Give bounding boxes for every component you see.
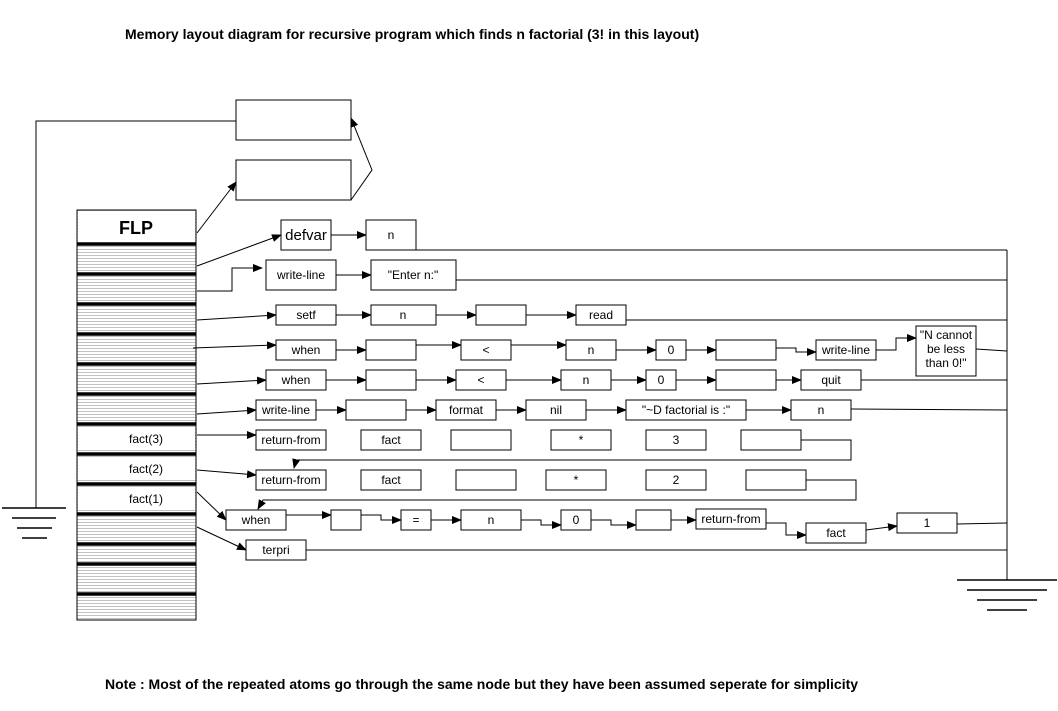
right-ground-symbol: [957, 579, 1057, 611]
slot-fact3-label: fact(3): [129, 432, 163, 446]
ret3-fact-node: [360, 429, 422, 451]
ret2-mult-node: [545, 469, 607, 491]
ret2-fact-label: fact: [381, 473, 401, 487]
fact1-node: [805, 522, 867, 544]
one-node: [896, 512, 958, 534]
slot-fact2-label: fact(2): [129, 462, 163, 476]
when3-empty-b: [635, 509, 672, 531]
diagram-title: Memory layout diagram for recursive prog…: [125, 26, 699, 42]
enter-n-node: [370, 259, 457, 291]
message-line3: than 0!": [926, 356, 967, 370]
when1-empty-a: [365, 339, 417, 361]
second-empty-box: [235, 159, 352, 201]
writeline2-n-node: [790, 399, 852, 421]
when3-empty-a: [330, 509, 362, 531]
left-ground-symbol: [2, 507, 66, 539]
defvar-n-node: [365, 219, 417, 251]
ret3-three-label: 3: [673, 433, 680, 447]
left-ground-wire: [35, 120, 236, 508]
when2-label: when: [281, 373, 311, 387]
ret3-mult-node: [550, 429, 612, 451]
when1-lt-node: [460, 339, 512, 361]
read-node: [575, 304, 627, 326]
when2-empty-a: [365, 369, 417, 391]
ret3-three-node: [645, 429, 707, 451]
ret2-node: [255, 469, 327, 491]
defvar-label: defvar: [285, 227, 327, 244]
when3-zero-label: 0: [573, 513, 580, 527]
fact1-label: fact: [826, 526, 846, 540]
when3-label: when: [241, 513, 271, 527]
nil-label: nil: [550, 403, 562, 417]
enter-n-label: "Enter n:": [388, 268, 439, 282]
when1-empty-b: [715, 339, 777, 361]
flp-column: [76, 209, 197, 621]
when1-label: when: [291, 343, 321, 357]
message-node: [915, 325, 977, 377]
message-line2: be less: [927, 342, 965, 356]
when1-lt-label: <: [482, 343, 489, 357]
setf-empty-node: [475, 304, 527, 326]
format-string-label: "~D factorial is :": [642, 403, 730, 417]
when3-returnfrom-node: [695, 508, 767, 530]
setf-n-label: n: [400, 308, 407, 322]
format-label: format: [449, 403, 484, 417]
footnote: Note : Most of the repeated atoms go thr…: [105, 676, 858, 692]
flp-label: FLP: [119, 218, 153, 238]
ret3-label: return-from: [261, 433, 320, 447]
ret2-empty-a: [455, 469, 517, 491]
top-empty-box: [235, 99, 352, 141]
ret2-fact-node: [360, 469, 422, 491]
read-label: read: [589, 308, 613, 322]
slot-fact1-label: fact(1): [129, 492, 163, 506]
when2-empty-b: [715, 369, 777, 391]
setf-label: setf: [296, 308, 316, 322]
box-link-arrow: [350, 117, 373, 201]
ret3-empty-a: [450, 429, 512, 451]
flp-to-box-arrow: [196, 181, 237, 234]
ret2-two-node: [645, 469, 707, 491]
when3-n-label: n: [488, 513, 495, 527]
writeline2-label: write-line: [261, 403, 310, 417]
ret3-fact-label: fact: [381, 433, 401, 447]
defvar-n-label: n: [388, 228, 395, 242]
message-line1: "N cannot: [920, 328, 973, 342]
writeline2-empty: [345, 399, 407, 421]
when3-node: [225, 509, 287, 531]
when1-writeline-label: write-line: [821, 343, 870, 357]
one-label: 1: [924, 516, 931, 530]
when3-returnfrom-label: return-from: [701, 512, 760, 526]
when2-lt-label: <: [477, 373, 484, 387]
terpri-label: terpri: [262, 543, 289, 557]
when2-n-label: n: [583, 373, 590, 387]
ret3-node: [255, 429, 327, 451]
when3-eq-label: =: [412, 513, 419, 527]
ret2-empty-b: [745, 469, 807, 491]
writeline-label: write-line: [276, 268, 325, 282]
ret2-two-label: 2: [673, 473, 680, 487]
when1-zero-label: 0: [668, 343, 675, 357]
when1-n-label: n: [588, 343, 595, 357]
writeline2-n-label: n: [818, 403, 825, 417]
ret3-mult-label: *: [579, 433, 584, 447]
ret2-mult-label: *: [574, 473, 579, 487]
ret3-empty-b: [740, 429, 802, 451]
writeline-node: [265, 259, 337, 291]
quit-label: quit: [821, 373, 841, 387]
when2-zero-label: 0: [658, 373, 665, 387]
ret2-label: return-from: [261, 473, 320, 487]
